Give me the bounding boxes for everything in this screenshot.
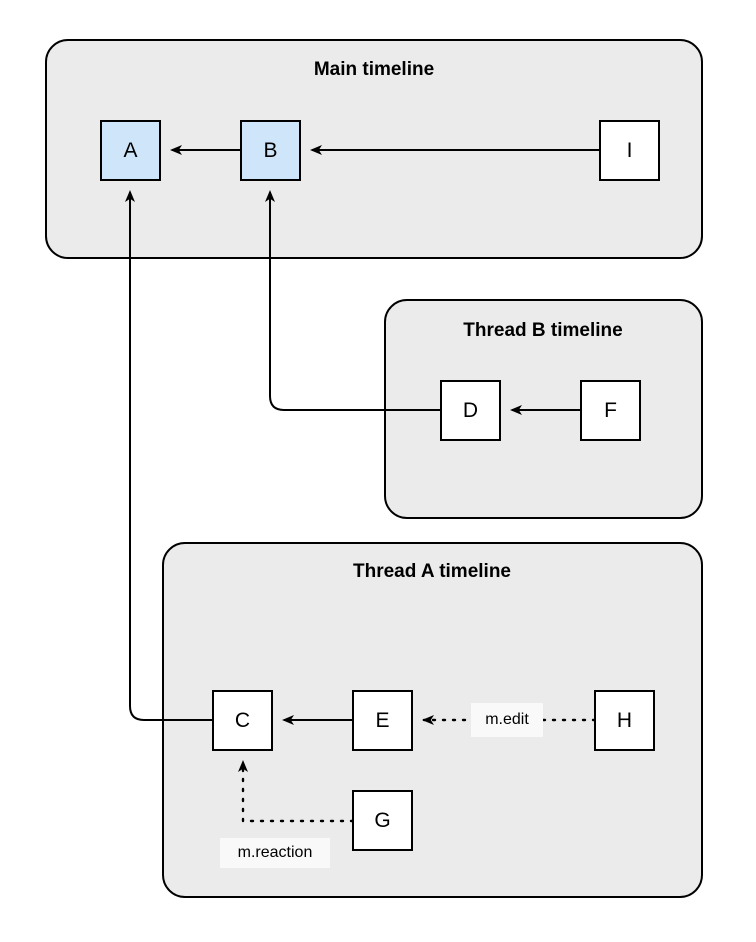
node-label-b: B xyxy=(263,139,277,162)
edge-d-to-b xyxy=(265,190,441,411)
node-box-a[interactable] xyxy=(100,120,161,181)
node-b[interactable]: B xyxy=(240,120,301,181)
node-label-f: F xyxy=(604,399,617,422)
node-box-f[interactable] xyxy=(580,380,641,441)
node-c[interactable]: C xyxy=(212,690,273,751)
edge-g-to-c xyxy=(238,760,355,823)
node-box-e[interactable] xyxy=(352,690,413,751)
edge-label-m-edit-group: m.edit xyxy=(471,703,543,737)
node-i[interactable]: I xyxy=(599,120,660,181)
node-label-c: C xyxy=(235,709,250,732)
group-title-thread-a: Thread A timeline xyxy=(353,561,511,582)
edge-layer xyxy=(125,145,600,823)
edge-label-plate-m-edit xyxy=(471,703,543,737)
node-label-h: H xyxy=(617,709,632,732)
node-box-c[interactable] xyxy=(212,690,273,751)
group-title-thread-b: Thread B timeline xyxy=(463,320,622,341)
node-e[interactable]: E xyxy=(352,690,413,751)
node-a[interactable]: A xyxy=(100,120,161,181)
node-d[interactable]: D xyxy=(440,380,501,441)
node-box-d[interactable] xyxy=(440,380,501,441)
node-box-g[interactable] xyxy=(352,790,413,851)
node-label-g: G xyxy=(374,809,390,832)
edge-label-m-edit: m.edit xyxy=(485,711,529,728)
node-box-i[interactable] xyxy=(599,120,660,181)
node-f[interactable]: F xyxy=(580,380,641,441)
node-h[interactable]: H xyxy=(594,690,655,751)
node-box-b[interactable] xyxy=(240,120,301,181)
node-label-i: I xyxy=(627,139,633,162)
node-label-a: A xyxy=(123,139,137,162)
node-g[interactable]: G xyxy=(352,790,413,851)
edge-label-plate-m-reaction xyxy=(220,838,330,868)
edge-label-m-reaction-group: m.reaction xyxy=(220,838,330,868)
edge-label-m-reaction: m.reaction xyxy=(238,844,313,861)
group-title-main: Main timeline xyxy=(314,59,434,80)
edge-c-to-a xyxy=(125,190,213,721)
node-label-e: E xyxy=(375,709,389,732)
node-box-h[interactable] xyxy=(594,690,655,751)
node-label-d: D xyxy=(463,399,478,422)
